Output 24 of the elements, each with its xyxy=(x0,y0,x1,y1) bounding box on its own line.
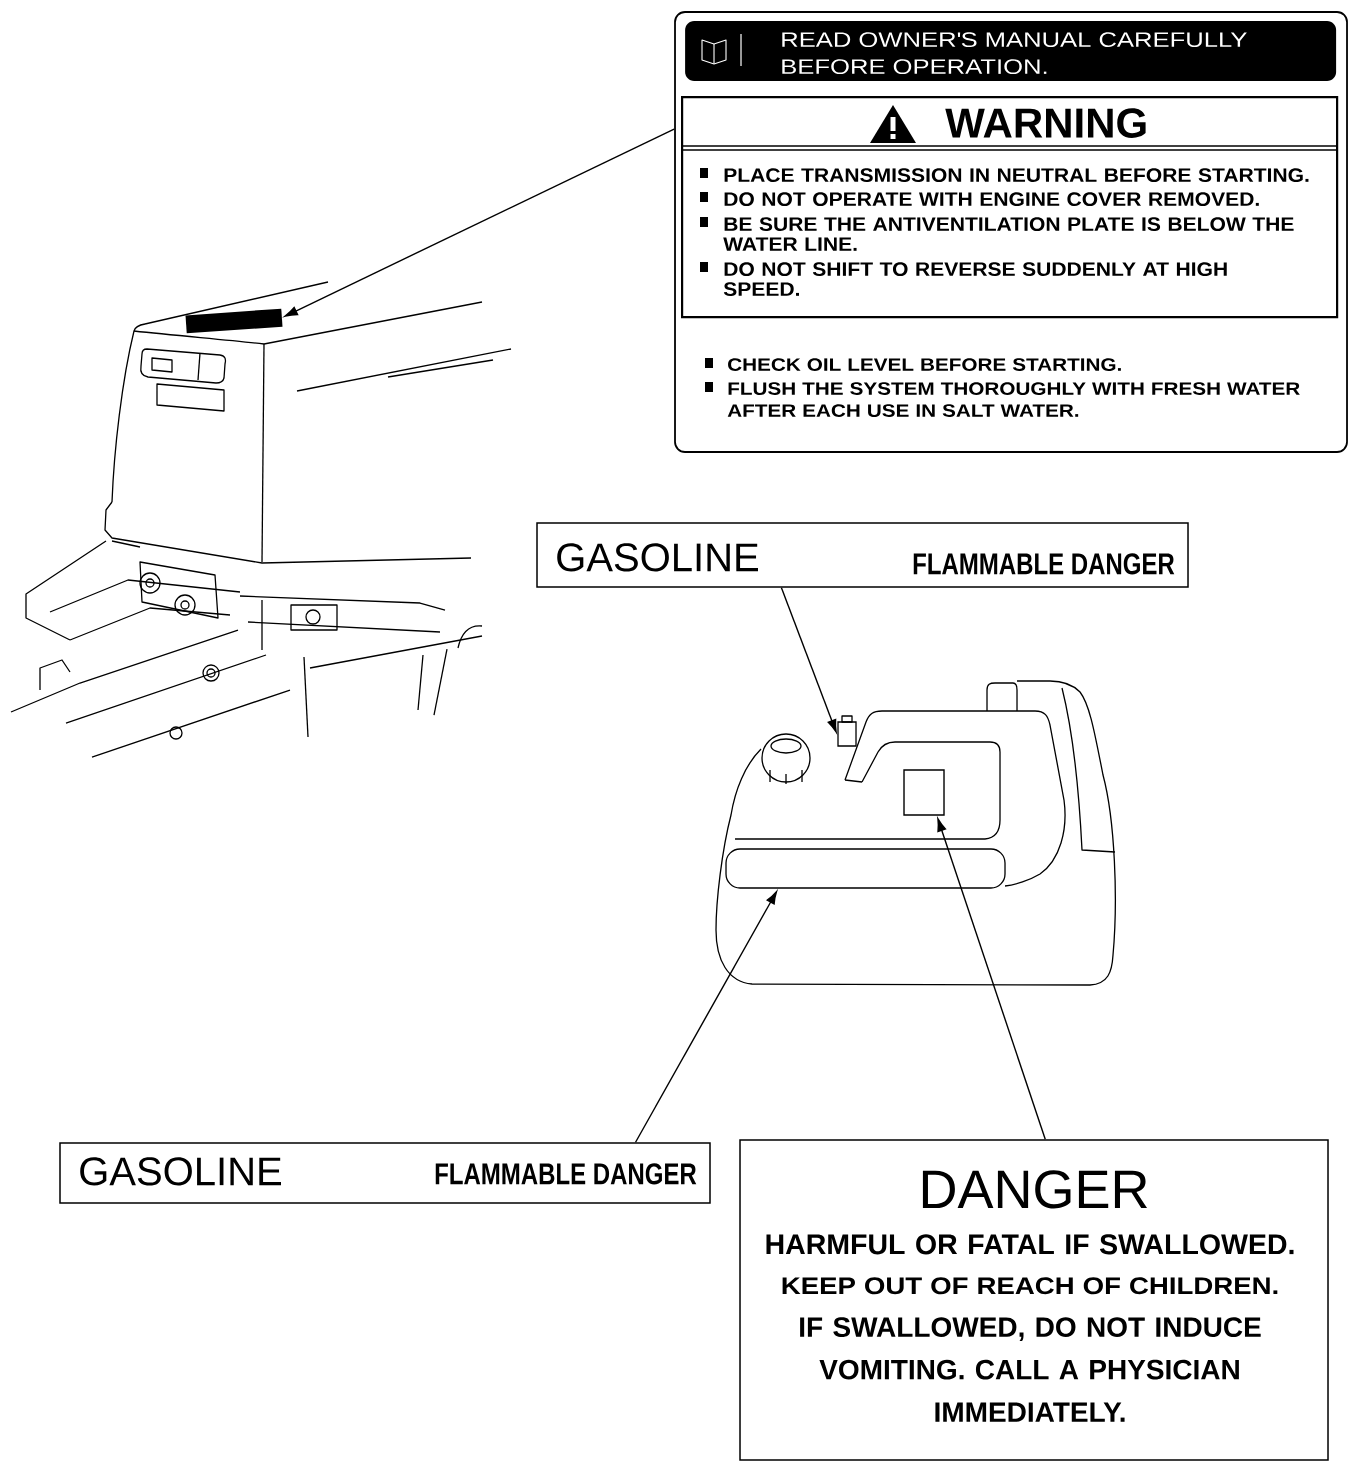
bullet-text: FLUSH THE SYSTEM THOROUGHLY WITH FRESH WATER AFTER EACH USE IN SALT WATER. xyxy=(727,382,1300,417)
bullet-text: BE SURE THE ANTIVENTILATION PLATE IS BELOW THE WATER LINE. xyxy=(723,217,1294,251)
bullet-text: PLACE TRANSMISSION IN NEUTRAL BEFORE STARTING. xyxy=(724,168,1309,182)
label-patch xyxy=(903,769,945,816)
leader-arrow xyxy=(937,818,1046,1140)
groove-band xyxy=(725,848,1006,889)
leader-arrow xyxy=(634,890,778,1143)
danger-text: KEEP OUT OF REACH OF CHILDREN. xyxy=(782,1277,1278,1295)
label-patch xyxy=(185,308,283,334)
danger-text: IF SWALLOWED, DO NOT INDUCE VOMITING. CALL A PHYSICIAN IMMEDIATELY. xyxy=(800,1317,1261,1422)
warning-heading: WARNING xyxy=(945,108,1146,138)
bullet-text: DO NOT SHIFT TO REVERSE SUDDENLY AT HIGH SPEED. xyxy=(723,262,1227,296)
danger-heading: DANGER xyxy=(922,1170,1147,1209)
label-text: GASOLINE xyxy=(80,1157,281,1186)
bullet-text: DO NOT OPERATE WITH ENGINE COVER REMOVED. xyxy=(724,192,1259,206)
fuel-fitting xyxy=(837,721,857,747)
bullet-text: CHECK OIL LEVEL BEFORE STARTING. xyxy=(728,358,1121,371)
label-text: GASOLINE xyxy=(557,543,758,572)
leader-arrow xyxy=(284,128,675,317)
danger-text: HARMFUL OR FATAL IF SWALLOWED. xyxy=(766,1234,1294,1255)
title-bar: READ OWNER'S MANUAL CAREFULLY BEFORE OPERATION. xyxy=(685,21,1337,82)
leader-arrow xyxy=(780,587,837,733)
label-text: FLAMMABLE DANGER xyxy=(435,1163,697,1185)
label-text: FLAMMABLE DANGER xyxy=(913,553,1175,575)
